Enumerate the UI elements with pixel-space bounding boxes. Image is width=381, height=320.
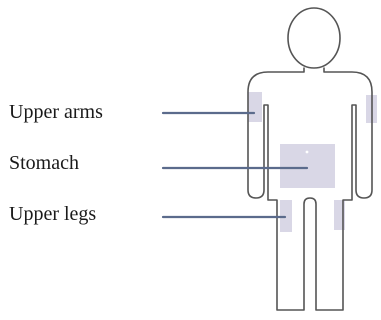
head (288, 8, 340, 68)
zone-upper-arm-left (248, 92, 262, 122)
zone-stomach (280, 144, 335, 188)
navel-dot (306, 151, 309, 154)
body-silhouette (248, 68, 372, 310)
